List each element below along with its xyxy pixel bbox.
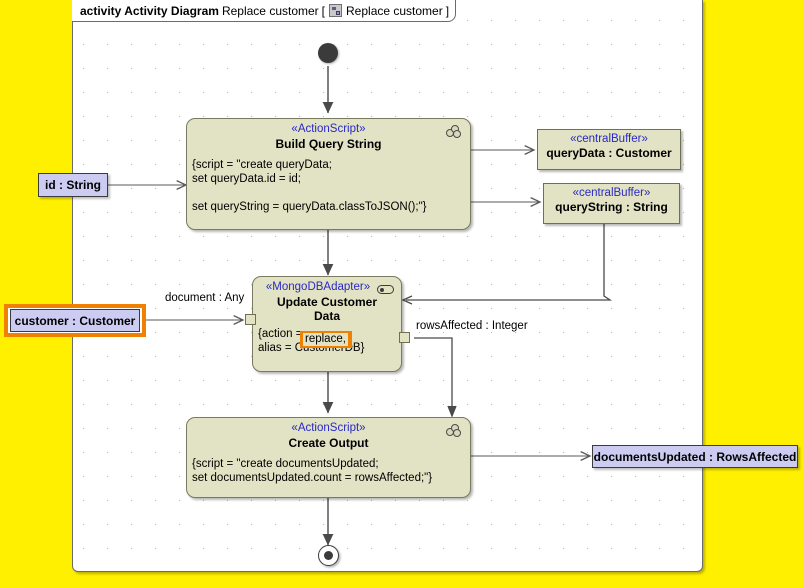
activity-parameter-id[interactable]: id : String: [38, 173, 108, 197]
action-body-line-4: set queryString = queryData.classToJSON(…: [192, 201, 427, 213]
activity-parameter-documents-updated[interactable]: documentsUpdated : RowsAffected: [592, 445, 798, 468]
action-body-line-1: {script = "create queryData;: [192, 159, 332, 171]
stereotype-label: «ActionScript»: [291, 422, 366, 434]
component-pill-icon: [377, 285, 394, 294]
action-body-prefix: {action =: [258, 328, 306, 340]
final-node-center: [324, 551, 333, 560]
stereotype-label: «centralBuffer»: [570, 133, 648, 145]
action-body-line-1: {script = "create documentsUpdated;: [192, 458, 379, 470]
frame-keyword: activity Activity Diagram: [80, 3, 219, 18]
script-cogs-icon: [446, 424, 462, 439]
input-pin-document[interactable]: [245, 314, 256, 325]
stereotype-label: «centralBuffer»: [572, 187, 651, 199]
action-name: Build Query String: [275, 137, 382, 151]
activity-parameter-customer[interactable]: customer : Customer: [10, 309, 140, 332]
central-buffer-query-data[interactable]: «centralBuffer» queryData : Customer: [537, 129, 681, 170]
action-name-line-2: Data: [313, 309, 340, 323]
action-name: Create Output: [288, 436, 369, 450]
action-build-query-string[interactable]: «ActionScript» Build Query String {scrip…: [186, 118, 471, 230]
frame-bracket-open: [: [321, 3, 326, 18]
output-pin-rows-affected[interactable]: [399, 332, 410, 343]
script-cogs-icon: [446, 125, 462, 140]
diagram-icon: [329, 4, 343, 17]
stereotype-label: «ActionScript»: [291, 123, 366, 135]
edge-label-rows-affected: rowsAffected : Integer: [416, 320, 528, 332]
frame-header[interactable]: activity Activity Diagram Replace custom…: [72, 0, 457, 22]
frame-bracket-close: ]: [445, 3, 450, 18]
buffer-label: queryData : Customer: [546, 146, 672, 160]
initial-node[interactable]: [318, 43, 338, 63]
frame-name: Replace customer: [221, 3, 319, 18]
activity-final-node[interactable]: [318, 545, 339, 566]
central-buffer-query-string[interactable]: «centralBuffer» queryString : String: [543, 183, 680, 224]
action-body-line-2: set queryData.id = id;: [192, 173, 301, 185]
action-body-line-2: set documentsUpdated.count = rowsAffecte…: [192, 472, 433, 484]
action-create-output[interactable]: «ActionScript» Create Output {script = "…: [186, 417, 471, 498]
frame-inner-name: Replace customer: [346, 3, 443, 18]
highlighted-property-value[interactable]: replace,: [300, 331, 352, 348]
action-name-line-1: Update Customer: [276, 295, 377, 309]
action-body-line-3: [187, 186, 470, 200]
buffer-label: queryString : String: [555, 200, 668, 214]
edge-label-document-any: document : Any: [165, 292, 245, 304]
action-update-customer-data[interactable]: «MongoDBAdapter» Update Customer Data {a…: [252, 276, 402, 372]
stereotype-label: «MongoDBAdapter»: [265, 281, 371, 293]
highlight-text: replace,: [303, 333, 348, 346]
